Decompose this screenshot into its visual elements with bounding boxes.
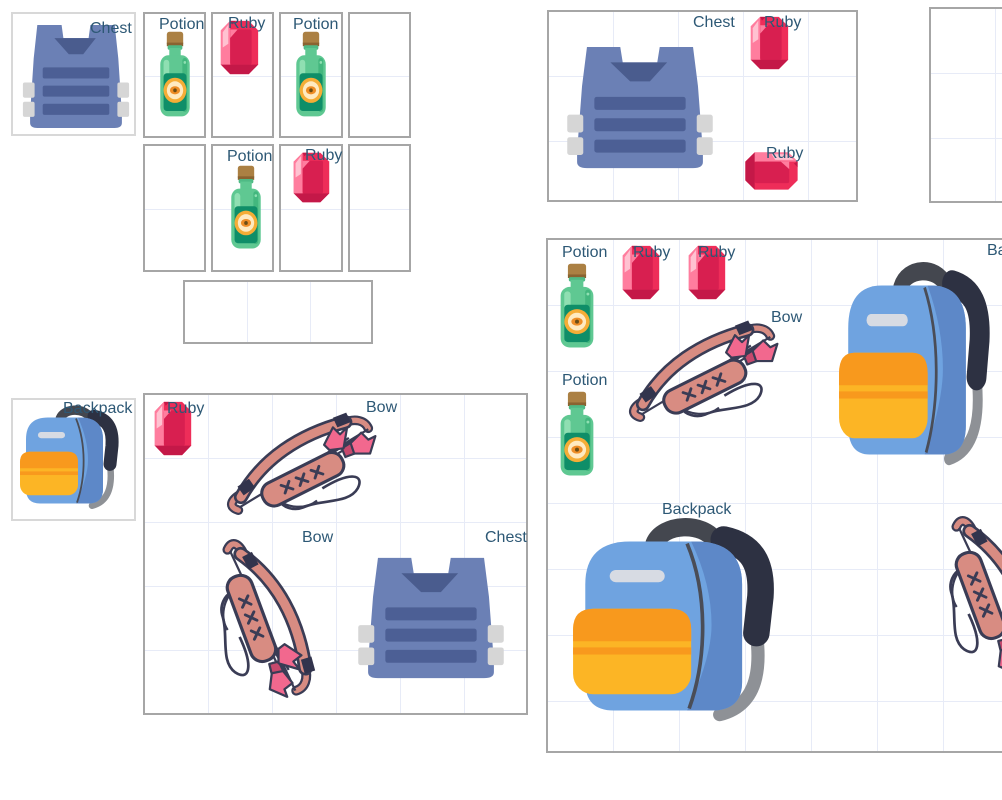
potion-icon[interactable] [228, 164, 264, 252]
item-label: Potion [227, 148, 273, 165]
item-label: Potion [562, 244, 608, 261]
backpack-icon[interactable] [18, 404, 128, 516]
item-label: Ruby [633, 244, 671, 261]
item-label: Potion [159, 16, 205, 33]
potion-icon[interactable] [557, 390, 597, 479]
potion-icon[interactable] [157, 30, 193, 120]
item-label: Bow [366, 399, 398, 416]
chest-icon[interactable] [357, 552, 505, 684]
item-label: Ruby [698, 244, 736, 261]
item-label: Chest [90, 20, 132, 37]
potion-icon[interactable] [557, 262, 597, 351]
container-slot-4[interactable] [348, 12, 411, 138]
chest-icon[interactable] [566, 41, 714, 174]
item-label: Backpack [662, 501, 732, 518]
bow-icon[interactable] [620, 311, 788, 425]
item-label: Bow [302, 529, 334, 546]
item-label: Bow [771, 309, 803, 326]
item-label: Ruby [167, 400, 205, 417]
backpack-icon[interactable] [569, 515, 793, 735]
container-side-strip[interactable] [929, 7, 1002, 203]
item-label: Backpack [987, 242, 1002, 259]
bow-icon[interactable] [218, 403, 386, 518]
container-slot-8[interactable] [348, 144, 411, 272]
item-label: Chest [485, 529, 527, 546]
item-label: Ruby [766, 145, 804, 162]
item-label: Ruby [228, 15, 266, 32]
item-label: Backpack [63, 400, 133, 417]
item-label: Potion [562, 372, 608, 389]
container-tray[interactable] [183, 280, 373, 344]
container-slot-5[interactable] [143, 144, 206, 272]
item-label: Potion [293, 16, 339, 33]
item-label: Ruby [305, 147, 343, 164]
bow-icon[interactable] [201, 528, 341, 711]
item-label: Chest [693, 14, 735, 31]
item-label: Ruby [764, 14, 802, 31]
potion-icon[interactable] [293, 30, 329, 120]
backpack-icon[interactable] [836, 259, 1002, 479]
